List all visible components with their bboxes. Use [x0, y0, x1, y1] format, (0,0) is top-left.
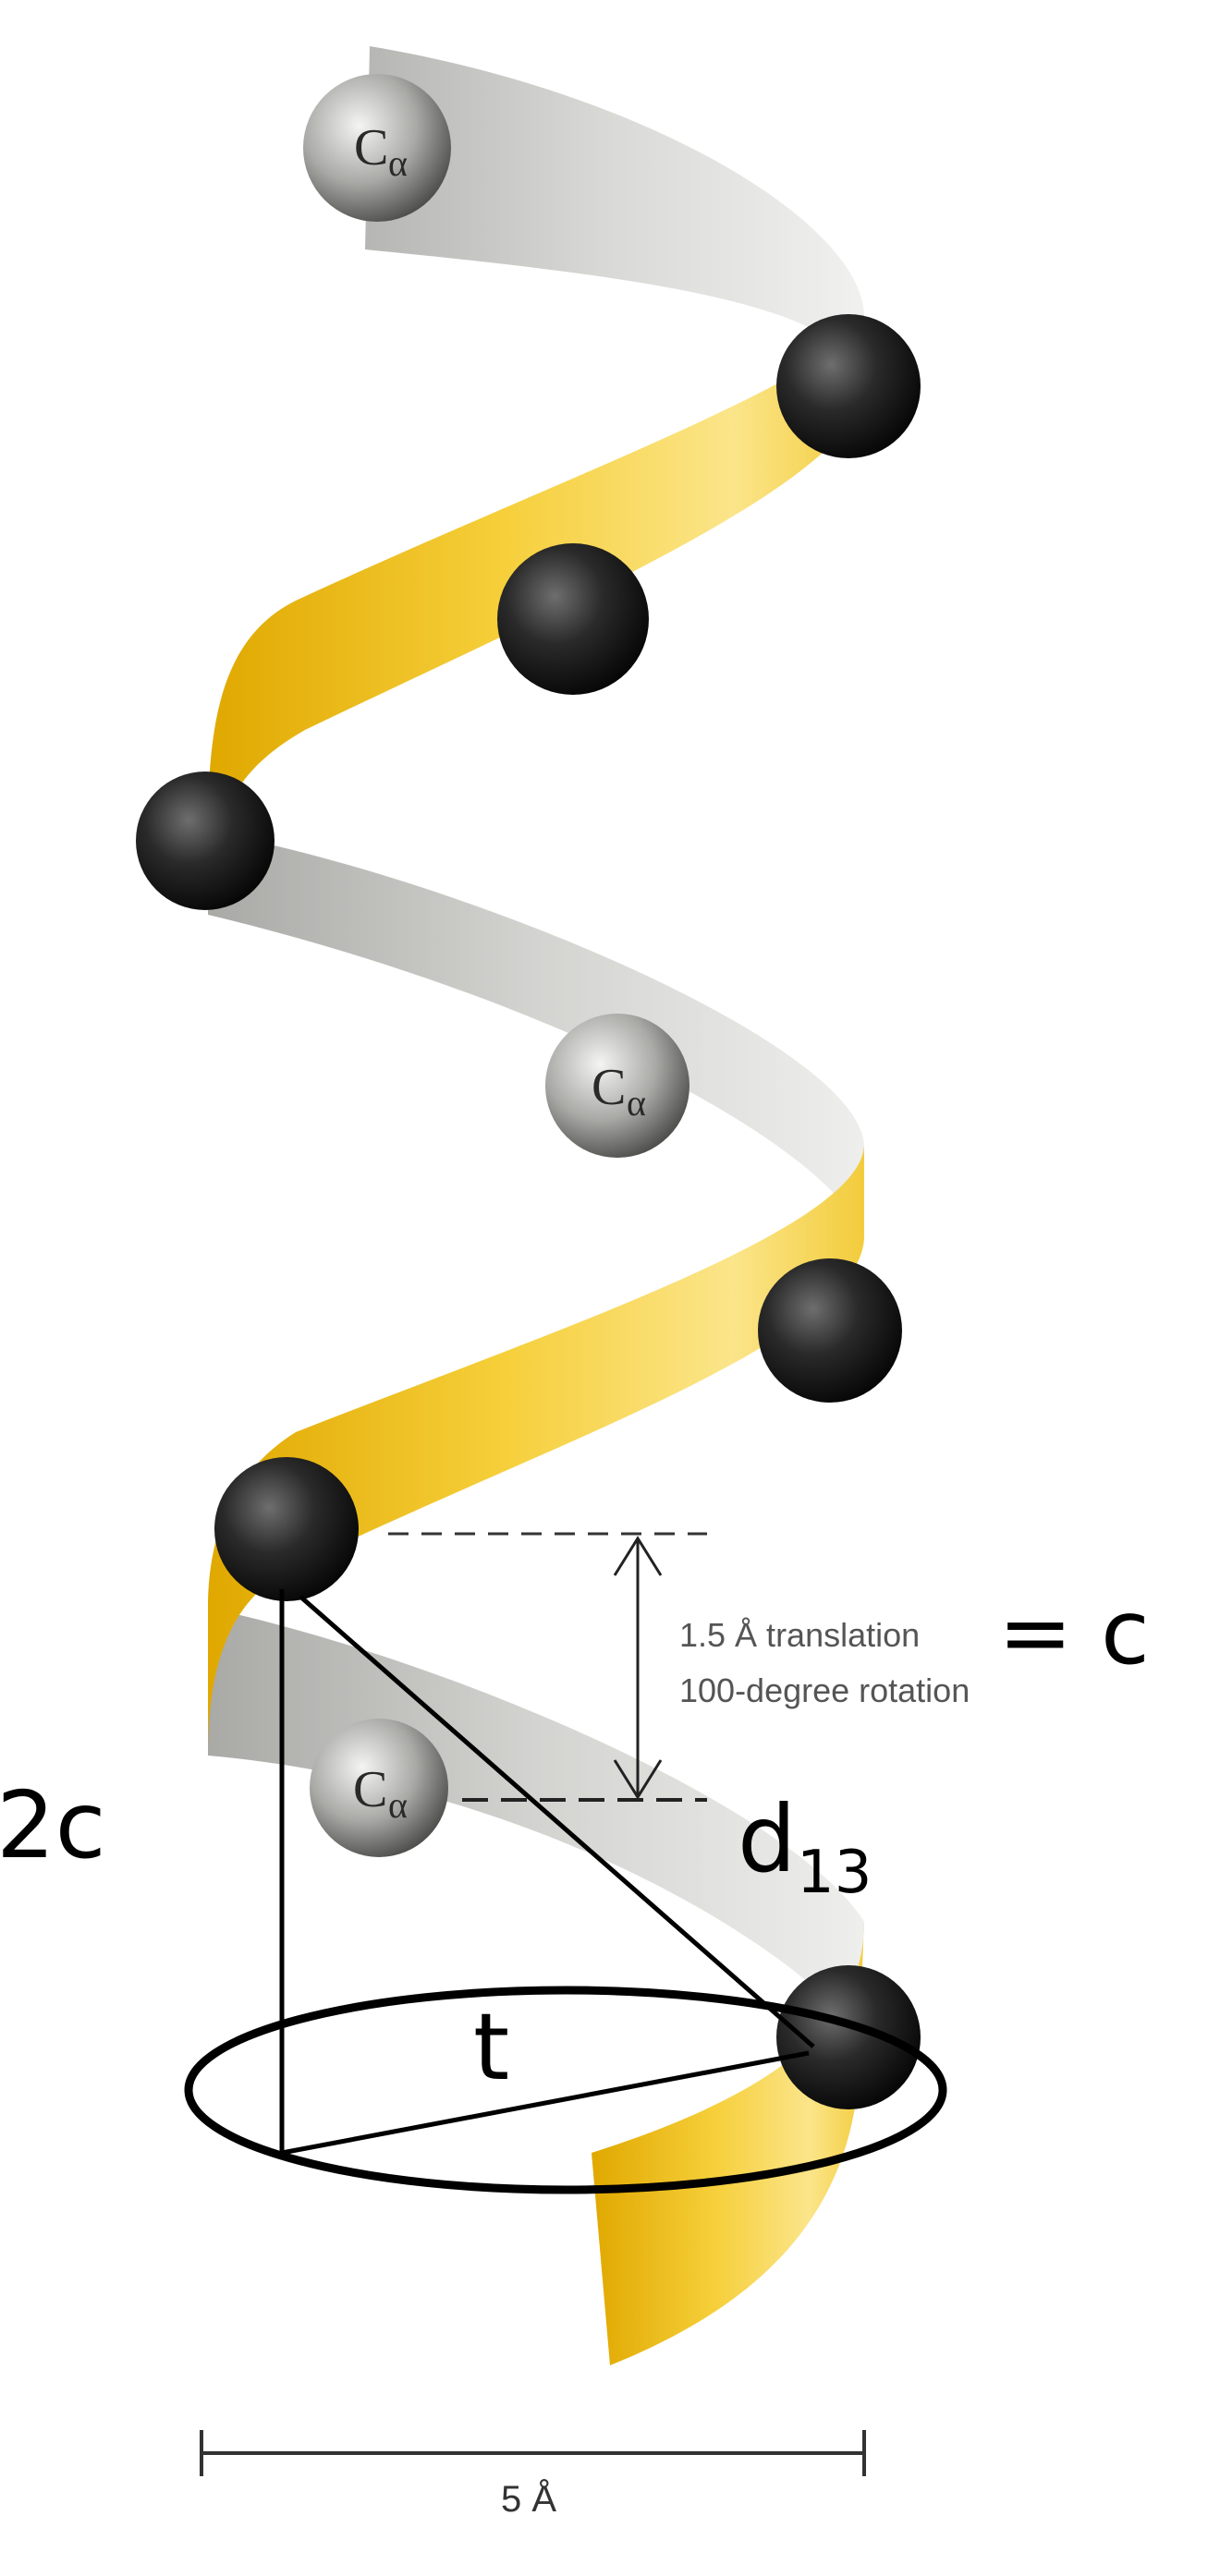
ribbon-segment-front [208, 1146, 864, 1756]
c-alpha-atom [776, 1965, 921, 2109]
ribbon-segment-back [365, 46, 864, 388]
t-chord-line [281, 2050, 810, 2156]
svg-text:C: C [353, 1761, 387, 1818]
svg-text:C: C [592, 1059, 626, 1116]
svg-text:α: α [388, 142, 408, 184]
c-alpha-atom [214, 1457, 359, 1601]
svg-text:d: d [738, 1785, 796, 1893]
scale-bar [200, 2430, 866, 2476]
ribbon-segment-front [592, 1922, 864, 2365]
c-alpha-atom: C α [310, 1719, 448, 1857]
scale-bar-label: 5 Å [501, 2478, 556, 2520]
label-2c: 2c [0, 1771, 106, 1879]
c-alpha-atom: C α [545, 1014, 689, 1158]
c-alpha-atom [136, 772, 275, 910]
helix-cross-section-ellipse [184, 1986, 947, 2194]
equals-c-label: = c [998, 1581, 1150, 1684]
c-alpha-atom: C α [303, 74, 451, 222]
d13-line [299, 1595, 815, 2048]
svg-text:α: α [627, 1082, 646, 1124]
c-alpha-atom [758, 1258, 902, 1403]
c-alpha-atom [497, 543, 649, 695]
svg-text:C: C [354, 119, 388, 176]
rotation-text: 100-degree rotation [679, 1671, 970, 1709]
label-t: t [473, 1993, 509, 2101]
translation-arrow [613, 1536, 663, 1800]
c-alpha-atom [776, 314, 921, 458]
svg-text:α: α [388, 1784, 408, 1826]
label-d13: d 13 [738, 1785, 872, 1907]
ribbon-segment-back [208, 832, 864, 1238]
svg-text:13: 13 [797, 1839, 872, 1907]
ribbon-segment-back [208, 1608, 864, 2033]
translation-text: 1.5 Å translation [679, 1616, 920, 1654]
